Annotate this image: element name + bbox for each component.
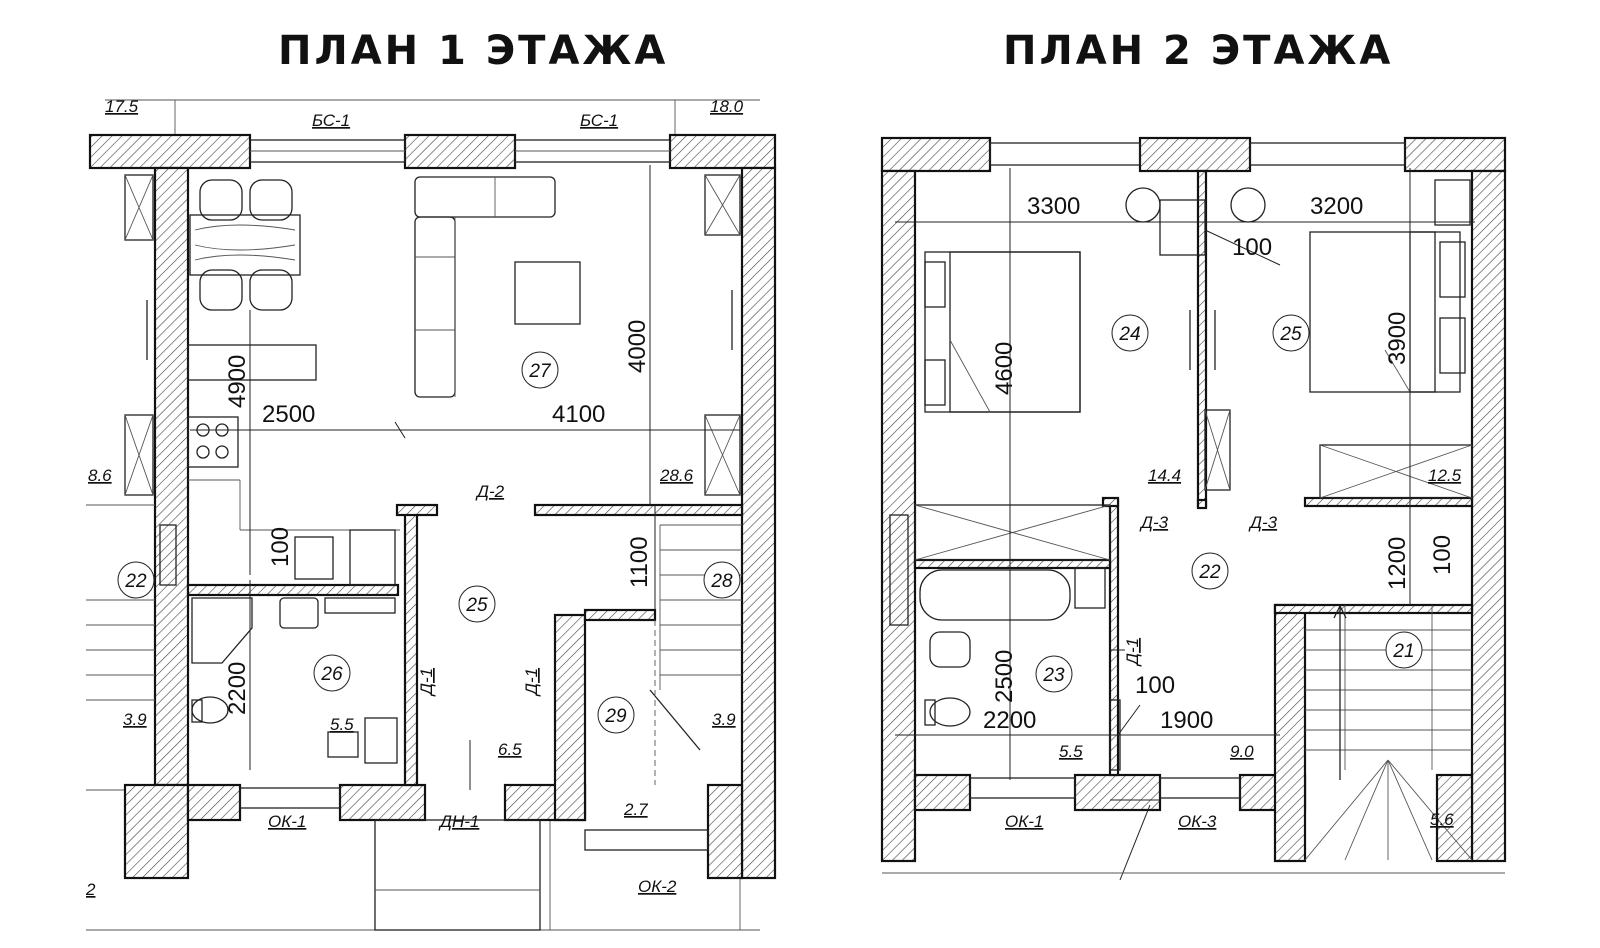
dim-2200: 2200: [983, 707, 1036, 734]
area-28-6: 28.6: [659, 466, 694, 485]
room-25: 25: [465, 595, 488, 616]
dim-4000: 4000: [624, 320, 651, 373]
area-3-9-left: 3.9: [123, 710, 147, 729]
plan-1-title: ПЛАН 1 ЭТАЖА: [278, 28, 669, 74]
opening-d3-left: Д-3: [1139, 513, 1169, 532]
area-8-6: 8.6: [88, 466, 112, 485]
area-5-5: 5.5: [1059, 742, 1083, 761]
opening-d1: Д-1: [1123, 638, 1142, 667]
opening-bs1-right: БС-1: [580, 111, 618, 130]
plan-1-walls: [88, 133, 777, 880]
dim-100-right: 100: [1429, 535, 1456, 575]
area-14-4: 14.4: [1148, 466, 1181, 485]
dim-4900: 4900: [224, 355, 251, 408]
plan-2-rooms: 24 25 22 23 21: [1035, 314, 1423, 693]
opening-d1-left: Д-1: [417, 668, 436, 697]
opening-dn1: ДН-1: [438, 812, 479, 831]
dim-2500: 2500: [991, 650, 1018, 703]
opening-ok1: ОК-1: [1005, 812, 1043, 831]
area-17-5: 17.5: [105, 97, 139, 116]
dim-1900: 1900: [1160, 707, 1213, 734]
plan-2-stairs: [1304, 604, 1473, 861]
dim-4600: 4600: [991, 342, 1018, 395]
area-12-5: 12.5: [1428, 466, 1462, 485]
opening-ok3: ОК-3: [1178, 812, 1217, 831]
dim-2500: 2500: [262, 401, 315, 428]
area-3-9-right: 3.9: [712, 710, 736, 729]
room-29: 29: [604, 706, 627, 727]
room-21: 21: [1392, 641, 1414, 662]
dim-4100: 4100: [552, 401, 605, 428]
opening-ok2: ОК-2: [638, 877, 677, 896]
plan-2-openings: Д-3 Д-3 Д-1 ОК-1 ОК-3: [1005, 513, 1278, 831]
dim-100: 100: [267, 527, 294, 567]
opening-ok1: ОК-1: [268, 812, 306, 831]
dim-3300: 3300: [1027, 193, 1080, 220]
room-28: 28: [710, 571, 733, 592]
plan-2-areas: 14.4 12.5 5.5 9.0 5.6: [1059, 466, 1462, 829]
room-23: 23: [1042, 665, 1065, 686]
dim-100-top: 100: [1232, 234, 1272, 261]
opening-d2: Д-2: [475, 482, 505, 501]
area-5-5: 5.5: [330, 715, 354, 734]
dim-1100: 1100: [626, 536, 653, 588]
dim-3900: 3900: [1384, 312, 1411, 365]
plan-2-dimensions: 3300 3200 100 4600 3900 1200 100 2500 10…: [983, 193, 1456, 734]
plan-1-areas: 17.5 18.0 8.6 28.6 3.9 3.9 5.5 6.5 2.7 2: [85, 97, 744, 899]
opening-bs1-left: БС-1: [312, 111, 350, 130]
area-5-6: 5.6: [1430, 810, 1454, 829]
plan-1-dimensions: 2500 4100 4900 4000 100 1100 2200: [224, 320, 653, 715]
area-9-0: 9.0: [1230, 742, 1254, 761]
room-24: 24: [1118, 324, 1140, 345]
room-22: 22: [1198, 562, 1221, 583]
plan-1-openings: БС-1 БС-1 Д-2 Д-1 Д-1 ОК-1 ДН-1 ОК-2: [268, 111, 677, 896]
area-2-7: 2.7: [623, 800, 648, 819]
room-26: 26: [320, 664, 343, 685]
dim-3200: 3200: [1310, 193, 1363, 220]
area-2: 2: [85, 880, 96, 899]
plan-1: [86, 99, 777, 931]
room-25: 25: [1279, 324, 1302, 345]
dim-100-bottom: 100: [1135, 672, 1175, 699]
plan-1-rooms: 27 25 26 22 28 29: [117, 351, 741, 734]
plan-2-walls: [880, 136, 1507, 863]
room-27: 27: [528, 361, 552, 382]
room-22: 22: [124, 571, 147, 592]
dim-1200: 1200: [1384, 537, 1411, 590]
plan-2-title: ПЛАН 2 ЭТАЖА: [1003, 28, 1394, 74]
opening-d3-right: Д-3: [1248, 513, 1278, 532]
plan-2: [880, 136, 1507, 881]
area-6-5: 6.5: [498, 740, 522, 759]
plan-1-stairs: [649, 524, 742, 751]
area-18-0: 18.0: [710, 97, 744, 116]
dim-2200: 2200: [224, 662, 251, 715]
opening-d1-right: Д-1: [522, 668, 541, 697]
